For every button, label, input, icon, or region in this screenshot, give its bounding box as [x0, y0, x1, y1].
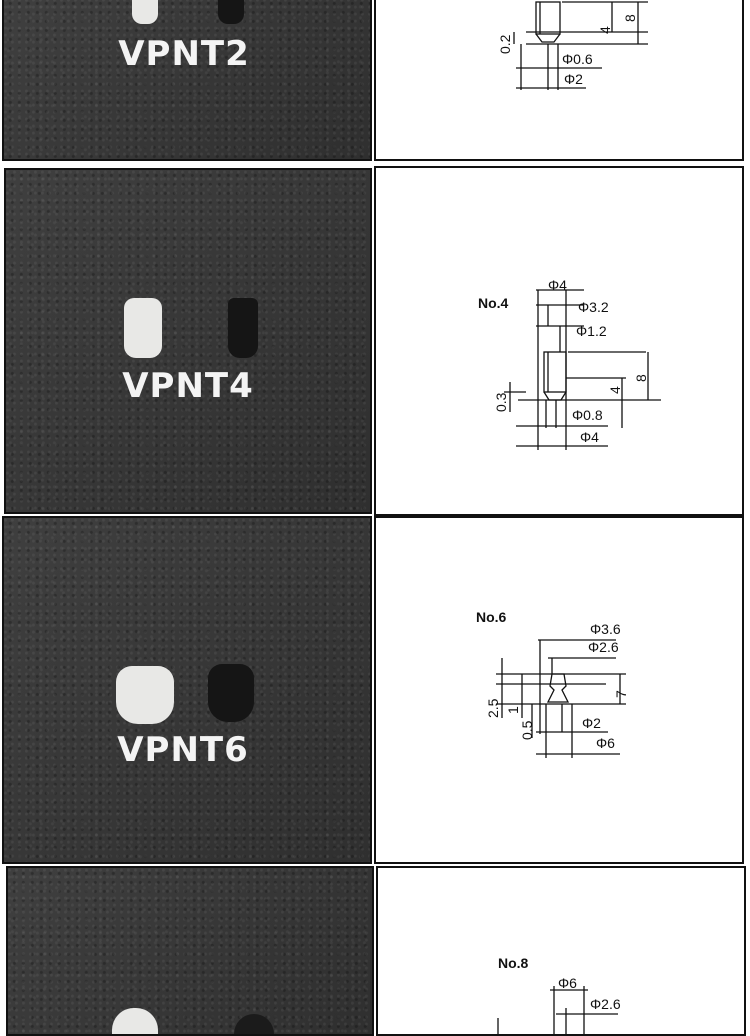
drawing-panel-vpnt8: No.8 Φ6 Φ2.6: [376, 866, 746, 1036]
dim-d-b: Φ2.6: [588, 639, 619, 655]
dim-d-b: Φ1.2: [576, 323, 607, 339]
drawing-panel-vpnt4: No.4 Φ4 Φ3.2 Φ1.2 0.3 4 8 Φ0.8 Φ4: [374, 166, 744, 516]
dimension-drawing: No.8 Φ6 Φ2.6: [497, 955, 621, 1034]
photo-panel-vpnt2: VPNT2: [2, 0, 372, 161]
dim-d-a: Φ3.2: [578, 299, 609, 315]
dim-d-c: Φ0.8: [572, 407, 603, 423]
model-label: VPNT6: [117, 730, 249, 770]
drawing-panel-vpnt6: No.6 Φ3.6 Φ2.6 7 2.5 1 0.5 Φ2 Φ6: [374, 516, 744, 864]
drawing-panel-vpnt2: 0.2 4 8 Φ0.6 Φ2: [374, 0, 744, 161]
dimension-drawing: No.4 Φ4 Φ3.2 Φ1.2 0.3 4 8 Φ0.8 Φ4: [478, 277, 661, 450]
dim-h-mid: 4: [607, 386, 623, 394]
clear-suction-cup: [124, 298, 162, 358]
no-label: No.8: [498, 955, 529, 971]
dim-d-a: Φ3.6: [590, 621, 621, 637]
dim-d-base: Φ6: [596, 735, 615, 751]
black-suction-cup: [234, 1014, 274, 1034]
model-label: VPNT2: [118, 34, 250, 74]
dim-h-total: 8: [633, 374, 649, 382]
black-suction-cup: [208, 664, 254, 722]
dim-h-a: 2.5: [485, 698, 501, 718]
dim-d-c: Φ2: [582, 715, 601, 731]
dim-d-small: Φ0.6: [562, 51, 593, 67]
dim-h-c: 0.5: [519, 720, 535, 740]
dimension-drawing: 0.2 4 8 Φ0.6 Φ2: [497, 1, 648, 90]
black-suction-cup: [228, 298, 258, 358]
dim-h-b: 1: [505, 706, 521, 714]
no-label: No.6: [476, 609, 507, 625]
dim-d-top: Φ6: [558, 975, 577, 991]
photo-panel-vpnt6: VPNT6: [2, 516, 372, 864]
dim-d-top: Φ4: [548, 277, 567, 293]
no-label: No.4: [478, 295, 509, 311]
dim-h-mid: 4: [597, 26, 613, 34]
black-suction-cup: [218, 0, 244, 24]
dimension-drawing: No.6 Φ3.6 Φ2.6 7 2.5 1 0.5 Φ2 Φ6: [476, 609, 629, 758]
model-label: VPNT4: [122, 366, 254, 406]
dim-d-a: Φ2.6: [590, 996, 621, 1012]
dim-h-total: 7: [613, 690, 629, 698]
photo-panel-vpnt4: VPNT4: [4, 168, 372, 514]
clear-suction-cup: [112, 1008, 158, 1034]
clear-suction-cup: [132, 0, 158, 24]
dim-d-base: Φ2: [564, 71, 583, 87]
dim-h-total: 8: [622, 14, 638, 22]
clear-suction-cup: [116, 666, 174, 724]
dim-h-small: 0.3: [493, 392, 509, 412]
photo-panel-vpnt8: [6, 866, 374, 1036]
dim-h-small: 0.2: [497, 34, 513, 54]
dim-d-base: Φ4: [580, 429, 599, 445]
